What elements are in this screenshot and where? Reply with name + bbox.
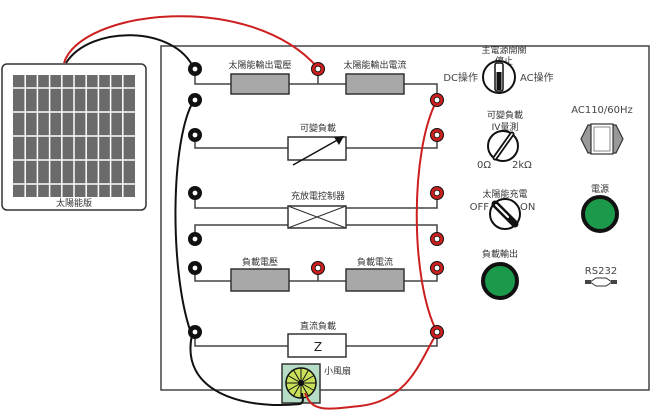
load-current-meter bbox=[345, 268, 405, 292]
main-switch-dc: DC操作 bbox=[443, 71, 478, 84]
solar-voltage-meter bbox=[230, 73, 290, 95]
load-output-title: 負載輸出 bbox=[482, 248, 518, 260]
load-voltage-meter bbox=[230, 268, 290, 292]
ac-input-socket: AC110/60Hz bbox=[571, 105, 633, 155]
red-wire-top bbox=[63, 15, 319, 69]
solar-voltage-label: 太陽能輸出電壓 bbox=[228, 59, 291, 71]
red-wire-right bbox=[415, 99, 438, 333]
terminal-hole bbox=[433, 264, 441, 272]
terminal-hole bbox=[433, 96, 441, 104]
knob-title: 可變負載 bbox=[487, 109, 523, 121]
load-output-button[interactable]: 負載輸出 bbox=[481, 248, 519, 300]
terminal-hole bbox=[314, 264, 322, 272]
solar-panel-label: 太陽能版 bbox=[56, 197, 92, 209]
fan: 小風扇 bbox=[281, 363, 351, 404]
rs232-port: RS232 bbox=[585, 266, 617, 287]
terminal-hole bbox=[191, 189, 199, 197]
terminal-hole bbox=[433, 235, 441, 243]
main-switch-ac: AC操作 bbox=[520, 71, 554, 84]
red-wire-fan bbox=[304, 332, 438, 410]
main-power-switch[interactable]: 主電源開關 停止 DC操作 AC操作 bbox=[443, 44, 554, 94]
variable-load-knob[interactable]: 可變負載 IV量測 0Ω 2kΩ bbox=[477, 109, 532, 171]
dc-load bbox=[287, 333, 347, 358]
terminal-hole bbox=[191, 65, 199, 73]
terminal-hole bbox=[433, 131, 441, 139]
dc-load-label: 直流負載 bbox=[300, 320, 336, 332]
terminal-hole bbox=[433, 328, 441, 336]
solar-current-meter bbox=[345, 73, 405, 95]
power-title: 電源 bbox=[591, 184, 609, 195]
fan-label: 小風扇 bbox=[324, 365, 351, 377]
solar-panel: 太陽能版 bbox=[1, 63, 147, 211]
terminal-hole bbox=[191, 328, 199, 336]
power-button[interactable]: 電源 bbox=[581, 184, 619, 233]
ac-input-title: AC110/60Hz bbox=[571, 105, 633, 116]
variable-arrow bbox=[292, 137, 342, 166]
knob-min: 0Ω bbox=[477, 160, 491, 171]
terminal-hole bbox=[433, 189, 441, 197]
knob-subtitle: IV量測 bbox=[492, 121, 519, 133]
terminal-hole bbox=[191, 264, 199, 272]
main-switch-title: 主電源開關 bbox=[481, 44, 526, 56]
solar-charge-title: 太陽能充電 bbox=[482, 188, 527, 200]
terminal-hole bbox=[314, 65, 322, 73]
terminal-hole bbox=[191, 96, 199, 104]
knob-max: 2kΩ bbox=[512, 160, 532, 171]
variable-load-label: 可變負載 bbox=[300, 122, 336, 134]
solar-charge-switch[interactable]: 太陽能充電 OFF ON bbox=[470, 188, 536, 230]
trainer-panel bbox=[160, 45, 650, 391]
solar-charge-on: ON bbox=[520, 202, 535, 213]
black-wire-top bbox=[65, 34, 195, 70]
variable-arrow-head bbox=[334, 136, 344, 145]
terminal-hole bbox=[191, 235, 199, 243]
dc-load-symbol: Z bbox=[314, 340, 322, 354]
load-voltage-label: 負載電壓 bbox=[242, 256, 278, 268]
solar-charge-off: OFF bbox=[470, 202, 490, 213]
solar-current-label: 太陽能輸出電流 bbox=[343, 59, 406, 71]
black-wire-fan bbox=[189, 334, 304, 406]
rs232-title: RS232 bbox=[585, 266, 617, 277]
load-current-label: 負載電流 bbox=[357, 256, 393, 268]
charge-controller-label: 充放電控制器 bbox=[291, 190, 345, 202]
black-wire-left bbox=[174, 99, 195, 331]
terminal-hole bbox=[191, 131, 199, 139]
